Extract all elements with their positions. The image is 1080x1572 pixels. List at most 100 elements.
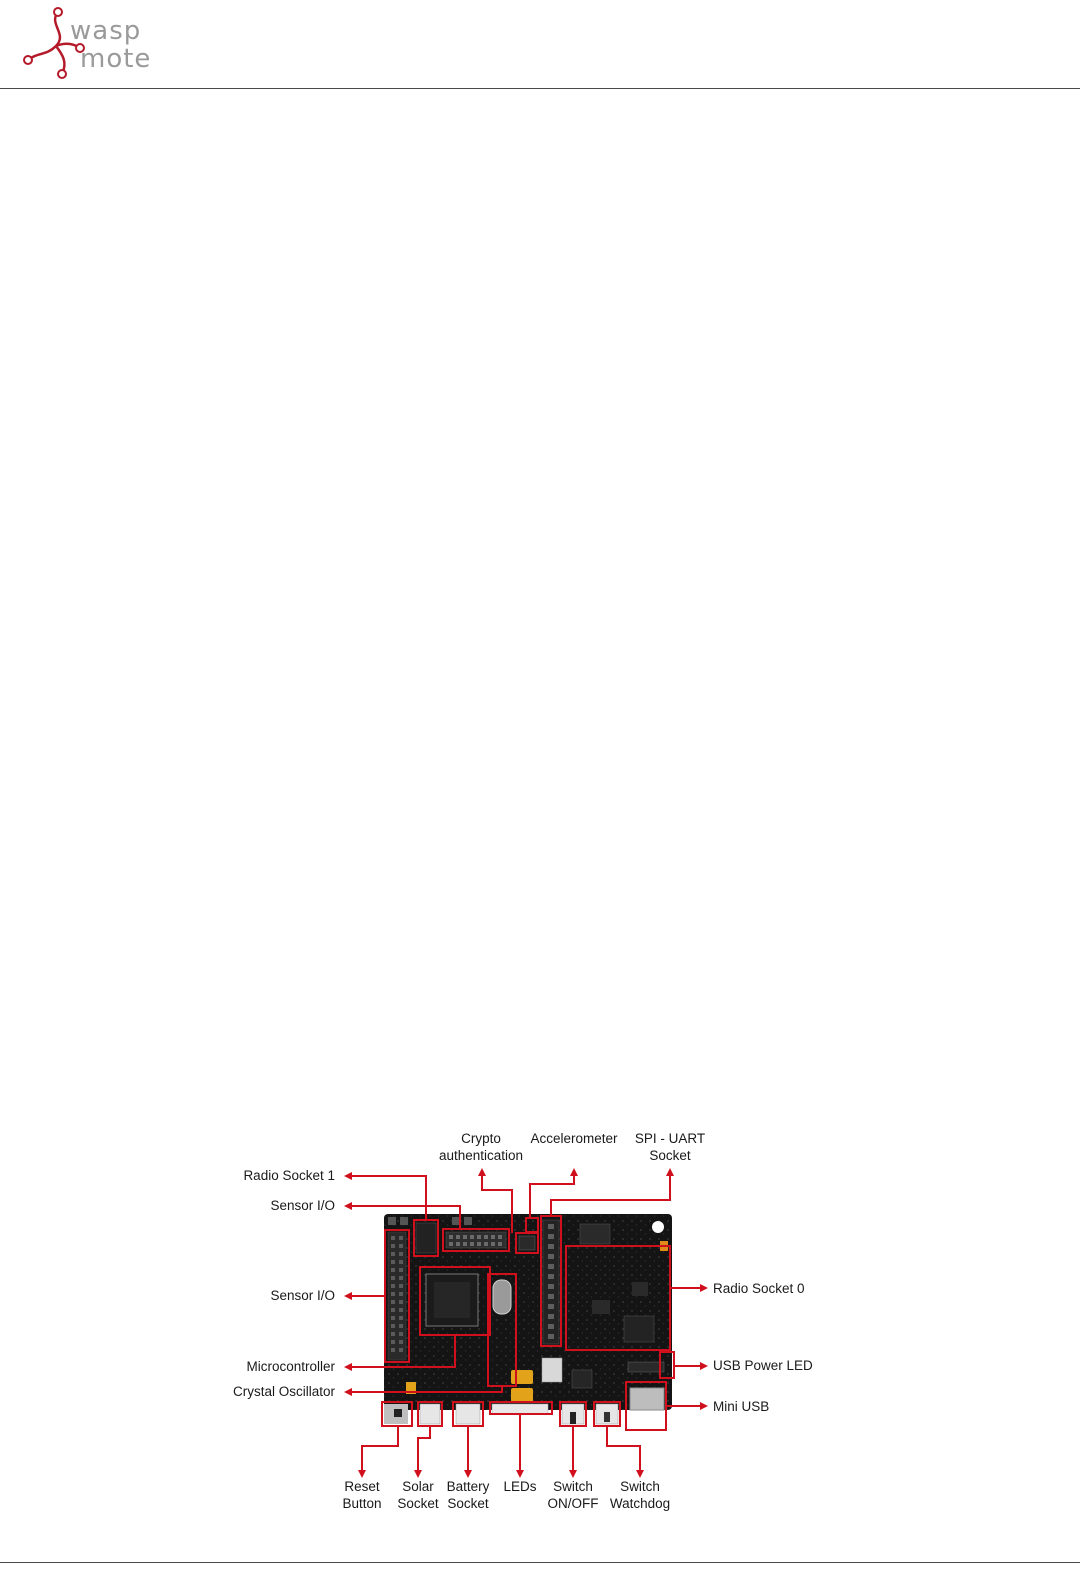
label-spi-uart: SPI - UART Socket: [635, 1130, 705, 1164]
label-battery-line1: Battery: [447, 1478, 490, 1495]
label-switch-onoff-line2: ON/OFF: [548, 1495, 599, 1512]
header-pin: [399, 1252, 403, 1256]
label-solar-socket: Solar Socket: [397, 1478, 438, 1512]
label-crypto: Crypto authentication: [439, 1130, 523, 1164]
header-pin: [391, 1324, 395, 1328]
header-pin: [548, 1274, 554, 1279]
logo-text-mote: mote: [80, 46, 151, 72]
label-spi-line2: Socket: [635, 1147, 705, 1164]
header-pin: [548, 1254, 554, 1259]
label-reset-line1: Reset: [342, 1478, 381, 1495]
header-pin: [548, 1294, 554, 1299]
header-pin: [399, 1260, 403, 1264]
label-radio-socket-0: Radio Socket 0: [713, 1280, 805, 1297]
header-pin: [548, 1304, 554, 1309]
board-diagram-svg: [0, 1120, 1080, 1520]
board-diagram: Crypto authentication Accelerometer SPI …: [0, 1120, 1080, 1520]
leader-reset: [362, 1426, 398, 1476]
label-spi-line1: SPI - UART: [635, 1130, 705, 1147]
label-sensor-io-left: Sensor I/O: [270, 1287, 335, 1304]
header-pin: [399, 1324, 403, 1328]
label-usb-power-led: USB Power LED: [713, 1357, 813, 1374]
header-pin: [449, 1242, 453, 1246]
label-crypto-line1: Crypto: [439, 1130, 523, 1147]
header-pin: [391, 1348, 395, 1352]
header-pin: [399, 1300, 403, 1304]
header-pin: [548, 1234, 554, 1239]
header-pin: [498, 1235, 502, 1239]
header-pin: [548, 1264, 554, 1269]
header-pin: [399, 1268, 403, 1272]
label-solar-line2: Socket: [397, 1495, 438, 1512]
header-pin: [399, 1292, 403, 1296]
header-pin: [456, 1235, 460, 1239]
waspmote-logo: wasp mote: [18, 4, 188, 84]
leader-spi-uart: [551, 1170, 670, 1216]
leader-radio-socket-1: [346, 1176, 426, 1220]
header-pin: [391, 1268, 395, 1272]
header-pin: [463, 1242, 467, 1246]
header-pin: [391, 1244, 395, 1248]
header-pin: [470, 1235, 474, 1239]
header-pin: [484, 1242, 488, 1246]
label-crypto-line2: authentication: [439, 1147, 523, 1164]
label-leds: LEDs: [503, 1478, 536, 1495]
label-switch-onoff: Switch ON/OFF: [548, 1478, 599, 1512]
logo-text-wasp: wasp: [70, 18, 141, 44]
header-pin: [548, 1244, 554, 1249]
label-radio-socket-1: Radio Socket 1: [243, 1167, 335, 1184]
header-pin: [391, 1340, 395, 1344]
header-pin: [399, 1340, 403, 1344]
header-pin: [548, 1324, 554, 1329]
header-pin: [548, 1224, 554, 1229]
header-pin: [548, 1284, 554, 1289]
label-battery-line2: Socket: [447, 1495, 490, 1512]
header-pin: [399, 1308, 403, 1312]
header-pin: [477, 1242, 481, 1246]
label-battery-socket: Battery Socket: [447, 1478, 490, 1512]
footer-divider: [0, 1562, 1080, 1563]
label-sensor-io-top: Sensor I/O: [270, 1197, 335, 1214]
header-pin: [391, 1292, 395, 1296]
header-pin: [470, 1242, 474, 1246]
label-accelerometer: Accelerometer: [530, 1130, 617, 1147]
header-pin: [449, 1235, 453, 1239]
label-switch-watchdog: Switch Watchdog: [610, 1478, 670, 1512]
label-microcontroller: Microcontroller: [246, 1358, 335, 1375]
header-pin: [391, 1316, 395, 1320]
header-pin: [391, 1300, 395, 1304]
leader-solar: [418, 1426, 430, 1476]
header-pin: [548, 1314, 554, 1319]
header-pin: [391, 1284, 395, 1288]
header-pin: [491, 1235, 495, 1239]
header-pin: [399, 1284, 403, 1288]
header-pin: [391, 1236, 395, 1240]
header-pin: [463, 1235, 467, 1239]
header-pin: [399, 1244, 403, 1248]
header-pin: [391, 1276, 395, 1280]
header-pin: [477, 1235, 481, 1239]
label-mini-usb: Mini USB: [713, 1398, 769, 1415]
header-pin: [399, 1316, 403, 1320]
header-pin: [491, 1242, 495, 1246]
header-pin: [391, 1332, 395, 1336]
label-reset-line2: Button: [342, 1495, 381, 1512]
header-pin: [399, 1236, 403, 1240]
header-pin: [391, 1308, 395, 1312]
label-switch-onoff-line1: Switch: [548, 1478, 599, 1495]
leader-switch-watchdog: [607, 1426, 640, 1476]
header-pin: [498, 1242, 502, 1246]
header-pin: [391, 1260, 395, 1264]
label-crystal-oscillator: Crystal Oscillator: [233, 1383, 335, 1400]
label-solar-line1: Solar: [397, 1478, 438, 1495]
header-pin: [399, 1348, 403, 1352]
header-pin: [484, 1235, 488, 1239]
header-pin: [548, 1334, 554, 1339]
label-watchdog-line1: Switch: [610, 1478, 670, 1495]
header-pin: [456, 1242, 460, 1246]
header-pin: [399, 1276, 403, 1280]
header-pin: [399, 1332, 403, 1336]
header-divider: [0, 88, 1080, 89]
header-pin: [391, 1252, 395, 1256]
label-watchdog-line2: Watchdog: [610, 1495, 670, 1512]
